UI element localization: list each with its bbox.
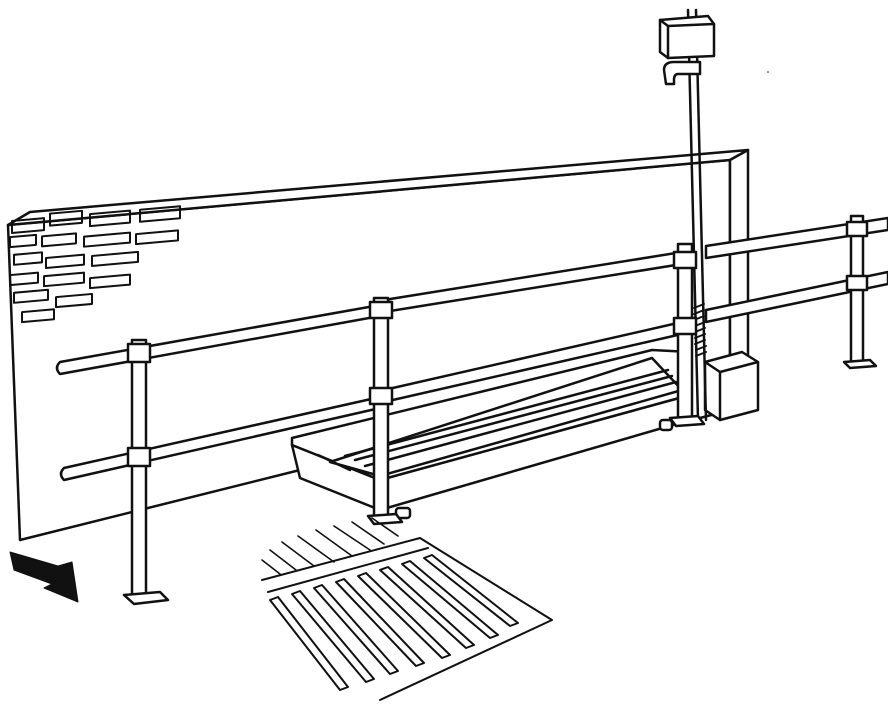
tactile-bars-back — [261, 517, 399, 575]
background-speck — [767, 71, 769, 73]
tilting-platform — [290, 348, 692, 520]
control-box — [703, 350, 760, 422]
tactile-bars-front — [269, 554, 519, 691]
guard-railing — [55, 214, 888, 606]
railing-post — [668, 242, 706, 428]
post-base-plate — [668, 414, 706, 428]
railing-post — [842, 214, 878, 370]
direction-arrow-icon — [9, 551, 79, 603]
platform-wheel — [658, 418, 674, 432]
upper-rail-right — [704, 216, 888, 260]
paving-slab-edge — [261, 537, 553, 701]
railing-post — [122, 338, 170, 606]
tactile-paving — [261, 517, 553, 701]
lower-rail-right — [704, 270, 888, 324]
signal-post — [658, 8, 716, 422]
post-base-plate — [842, 358, 878, 370]
signal-lamp-box — [658, 14, 716, 60]
signal-bracket — [662, 60, 702, 86]
wall-bricks — [9, 205, 181, 324]
post-base-plate — [122, 590, 170, 606]
post-spring — [693, 303, 707, 357]
